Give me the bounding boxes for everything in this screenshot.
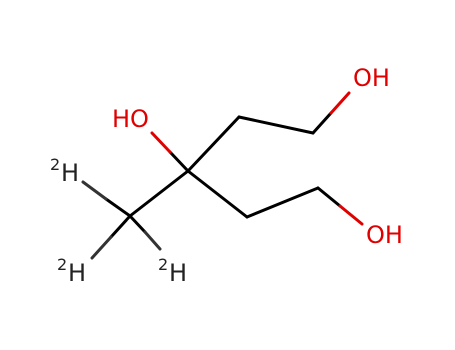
hydrogen-symbol: H	[68, 259, 86, 287]
bond-c-o-bottom-red	[338, 204, 364, 226]
isotope-superscript: 2	[57, 255, 67, 274]
carbon-bonds	[128, 115, 320, 219]
bond-c-o-top-black	[311, 111, 333, 135]
bond-c-d-bottom-right-black	[128, 214, 147, 234]
bond-c3-ch2-lower	[186, 169, 249, 219]
oh-label-bottom-right: OH	[366, 221, 403, 249]
bond-ch2-ch2-upper	[237, 115, 315, 135]
ho-label-middle: HO	[112, 105, 149, 133]
carbon-deuterium-bonds	[81, 180, 162, 260]
bond-c3-ch2-upper	[186, 115, 241, 173]
isotope-superscript: 2	[50, 155, 60, 174]
bond-c-d-bottom-left-black	[109, 214, 132, 239]
bond-c-d-left-grey	[81, 180, 108, 201]
oh-label-top-right: OH	[353, 64, 390, 92]
deuterium-label-left: 2 H	[50, 155, 79, 187]
bond-ch2-ch2-lower	[245, 186, 320, 219]
bond-c-o-top-red	[329, 91, 351, 115]
bond-c-d-bottom-right-grey	[143, 230, 162, 251]
bond-c-o-middle-black	[168, 150, 190, 173]
deuterium-label-bottom-right: 2 H	[158, 255, 187, 287]
bond-c-d-left-black	[104, 197, 132, 218]
deuterium-label-bottom-left: 2 H	[57, 255, 86, 287]
isotope-superscript: 2	[158, 255, 168, 274]
carbon-oxygen-bonds	[150, 91, 364, 226]
hydrogen-symbol: H	[169, 259, 187, 287]
bond-c-o-middle-red	[150, 131, 172, 154]
bond-c3-cd3	[128, 169, 190, 218]
bond-c-d-bottom-left-grey	[90, 235, 113, 260]
hydrogen-symbol: H	[61, 159, 79, 187]
bond-c-o-bottom-black	[316, 186, 342, 208]
